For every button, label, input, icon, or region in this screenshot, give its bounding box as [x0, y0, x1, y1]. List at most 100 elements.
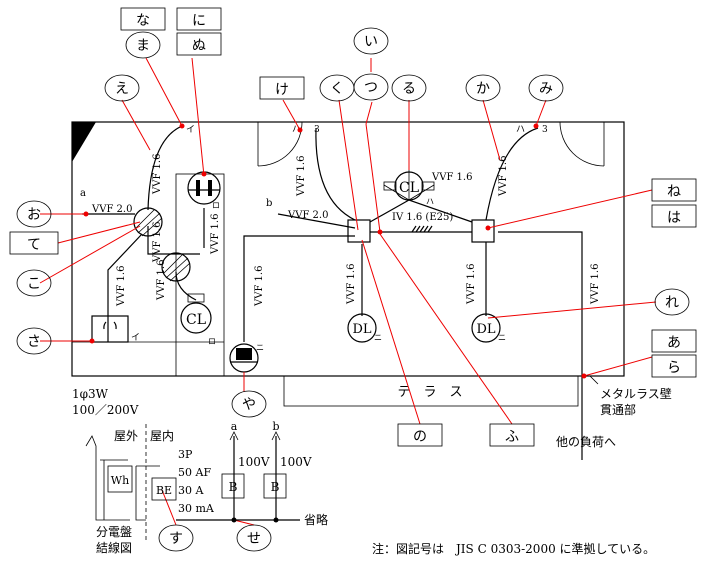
svg-text:お: お — [27, 207, 41, 223]
wire-label-a: VVF 2.0 — [91, 204, 132, 215]
spec-a: 30 A — [178, 484, 204, 497]
label-mi: み — [528, 74, 564, 102]
wire-sa — [107, 233, 143, 342]
svg-text:せ: せ — [247, 531, 261, 547]
label-fu: ふ — [489, 423, 535, 447]
label-re: れ — [654, 288, 690, 316]
wire-label-7: VVF 1.6 — [296, 156, 307, 197]
svg-text:ね: ね — [667, 184, 681, 200]
voltage-b: 100V — [280, 455, 312, 469]
label-na: な — [120, 7, 166, 31]
omit-label: 省略 — [304, 512, 328, 527]
outlet-upper — [187, 171, 221, 205]
through-label: 貫通部 — [600, 402, 636, 417]
wire-iv-hatch — [411, 225, 433, 233]
spec-af: 50 AF — [178, 466, 211, 479]
label-ku: く — [319, 74, 355, 102]
wire-label-3: VVF 1.6 — [116, 266, 127, 307]
label-ne: ね — [651, 178, 697, 202]
panel-circuit-b: b — [272, 420, 279, 433]
svg-text:す: す — [169, 531, 183, 547]
mark-i-1: イ — [186, 125, 195, 135]
svg-text:み: み — [539, 81, 553, 97]
label-ra: ら — [651, 354, 697, 378]
dl-lamp-2 — [471, 313, 501, 343]
svg-text:く: く — [330, 81, 344, 97]
svg-text:や: や — [242, 397, 256, 413]
label-sa: さ — [16, 327, 52, 355]
circuit-b: b — [266, 198, 272, 209]
svg-text:け: け — [275, 82, 289, 98]
be-breaker — [151, 477, 177, 501]
label-ko: こ — [16, 269, 52, 297]
label-no: の — [397, 423, 443, 447]
be-label: BE — [156, 484, 172, 497]
svg-text:ぬ: ぬ — [192, 38, 206, 54]
mark-ro-1: ロ — [212, 201, 220, 210]
circuit-a: a — [80, 188, 86, 199]
voltage-a: 100V — [238, 455, 270, 469]
svg-text:は: は — [667, 210, 681, 226]
mark-3-1: 3 — [314, 125, 320, 135]
mark-ha-3: ハ — [426, 197, 434, 206]
label-i: い — [353, 27, 389, 55]
mark-ro-2: ロ — [208, 337, 216, 346]
wire-other — [498, 231, 583, 460]
outlet-lower — [229, 343, 259, 373]
label-e: え — [104, 74, 140, 102]
spec-ma: 30 mA — [178, 502, 215, 515]
label-ru: る — [391, 74, 427, 102]
mark-ni-2: ニ — [498, 333, 506, 342]
label-ke: け — [259, 76, 305, 100]
indoor-label: 屋内 — [150, 429, 174, 443]
leader-dots — [83, 123, 587, 379]
fixture-box — [91, 315, 129, 343]
wire-label-iv: IV 1.6 (E25) — [392, 212, 453, 223]
label-se: せ — [236, 524, 272, 552]
wire-ka — [485, 127, 539, 221]
outdoor-label: 屋外 — [114, 429, 138, 443]
svg-text:さ: さ — [27, 334, 41, 350]
door-right — [559, 121, 605, 167]
wire-label-2: VVF 1.6 — [152, 222, 163, 263]
wire-ya — [243, 235, 355, 342]
corner-mark — [72, 122, 96, 162]
wire-b — [277, 213, 356, 229]
mark-ha-2: ハ — [516, 125, 525, 135]
supply-type: 1φ3W — [72, 387, 109, 401]
svg-text:つ: つ — [364, 80, 378, 96]
wire-label-10: VVF 1.6 — [466, 264, 477, 305]
svg-text:か: か — [476, 81, 490, 97]
label-ha: は — [651, 204, 697, 228]
leader-lines — [39, 57, 657, 526]
wire-label-9: VVF 1.6 — [498, 156, 509, 197]
svg-text:ふ: ふ — [505, 429, 519, 445]
other-load-label: 他の負荷へ — [556, 435, 616, 449]
panel-caption-1: 分電盤 — [96, 525, 132, 539]
label-ka: か — [465, 74, 501, 102]
cl-lamp-2 — [394, 171, 424, 201]
label-o: お — [16, 200, 52, 228]
svg-text:い: い — [364, 34, 378, 50]
svg-text:る: る — [402, 81, 416, 97]
label-tsu: つ — [353, 73, 389, 101]
svg-text:あ: あ — [667, 335, 681, 351]
label-ni: に — [176, 7, 222, 31]
label-nu: ぬ — [176, 32, 222, 56]
svg-text:こ: こ — [27, 276, 41, 292]
svg-text:ら: ら — [667, 360, 681, 376]
label-ma: ま — [125, 31, 161, 59]
wire-label-5: VVF 1.6 — [210, 214, 221, 255]
breaker-a — [221, 473, 245, 499]
mark-3-2: 3 — [542, 125, 548, 135]
footnote: 注：図記号は JIS C 0303-2000 に準拠している。 — [372, 541, 655, 556]
wire-label-4: VVF 1.6 — [156, 260, 167, 301]
wire-label-cl2: VVF 1.6 — [431, 172, 472, 183]
wh-meter — [107, 465, 133, 493]
wire-label-1: VVF 1.6 — [152, 154, 163, 195]
mark-ni-3: ニ — [256, 343, 264, 352]
wire-label-b: VVF 2.0 — [287, 210, 328, 221]
wire-e — [147, 125, 183, 211]
label-ya: や — [231, 390, 267, 418]
